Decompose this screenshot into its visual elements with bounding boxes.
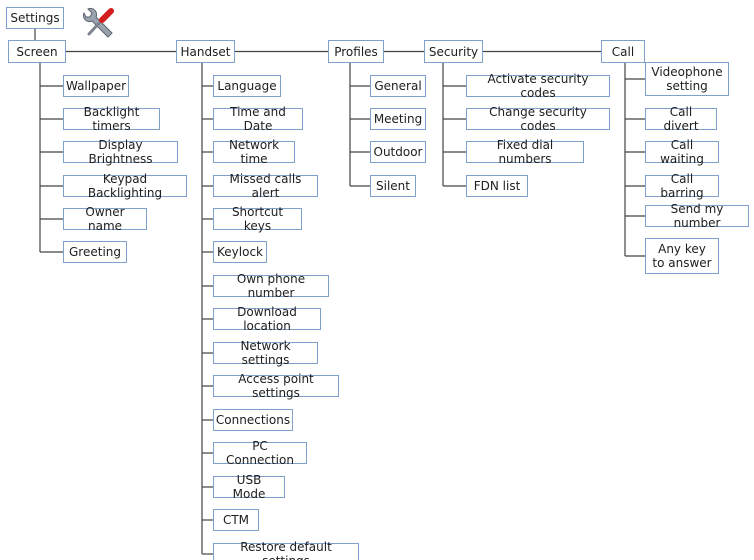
profiles-item-outdoor: Outdoor: [370, 141, 426, 163]
handset-item-missed-calls-alert: Missed calls alert: [213, 172, 318, 200]
handset-item-access-point-settings: Access point settings: [213, 372, 339, 400]
handset-item-usb-mode: USB Mode: [213, 473, 285, 501]
screen-item-display-brightness: Display Brightness: [63, 138, 178, 166]
handset-item-pc-connection: PC Connection: [213, 439, 307, 467]
call-item-call-barring: Call barring: [645, 172, 719, 200]
security-item-change-security-codes: Change security codes: [466, 105, 610, 133]
call-item-call-waiting: Call waiting: [645, 138, 719, 166]
settings-root-box: Settings: [6, 7, 64, 29]
security-item-activate-security-codes: Activate security codes: [466, 72, 610, 100]
profiles-item-silent: Silent: [370, 175, 416, 197]
profiles-item-general: General: [370, 75, 426, 97]
security-item-fdn-list: FDN list: [466, 175, 528, 197]
handset-item-shortcut-keys: Shortcut keys: [213, 205, 302, 233]
handset-item-download-location: Download location: [213, 305, 321, 333]
handset-item-language: Language: [213, 75, 281, 97]
profiles-item-meeting: Meeting: [370, 108, 426, 130]
category-security: Security: [424, 40, 483, 63]
security-item-fixed-dial-numbers: Fixed dial numbers: [466, 138, 584, 166]
call-item-any-key-to-answer: Any key to answer: [645, 238, 719, 274]
handset-item-time-and-date: Time and Date: [213, 105, 303, 133]
handset-item-own-phone-number: Own phone number: [213, 272, 329, 300]
handset-item-restore-default-settings: Restore default settings: [213, 540, 359, 560]
handset-item-connections: Connections: [213, 409, 293, 431]
screen-item-keypad-backlighting: Keypad Backlighting: [63, 172, 187, 200]
screen-item-wallpaper: Wallpaper: [63, 75, 129, 97]
category-call: Call: [601, 40, 645, 63]
category-profiles: Profiles: [328, 40, 384, 63]
handset-item-network-time: Network time: [213, 138, 295, 166]
screen-item-owner-name: Owner name: [63, 205, 147, 233]
call-item-call-divert: Call divert: [645, 105, 717, 133]
handset-item-network-settings: Network settings: [213, 339, 318, 367]
handset-item-keylock: Keylock: [213, 241, 267, 263]
call-item-send-my-number: Send my number: [645, 202, 749, 230]
tools-icon: [82, 7, 114, 38]
call-item-videophone-setting: Videophone setting: [645, 62, 729, 96]
screen-item-greeting: Greeting: [63, 241, 127, 263]
screen-item-backlight-timers: Backlight timers: [63, 105, 160, 133]
category-handset: Handset: [176, 40, 235, 63]
category-screen: Screen: [8, 40, 66, 63]
handset-item-ctm: CTM: [213, 509, 259, 531]
